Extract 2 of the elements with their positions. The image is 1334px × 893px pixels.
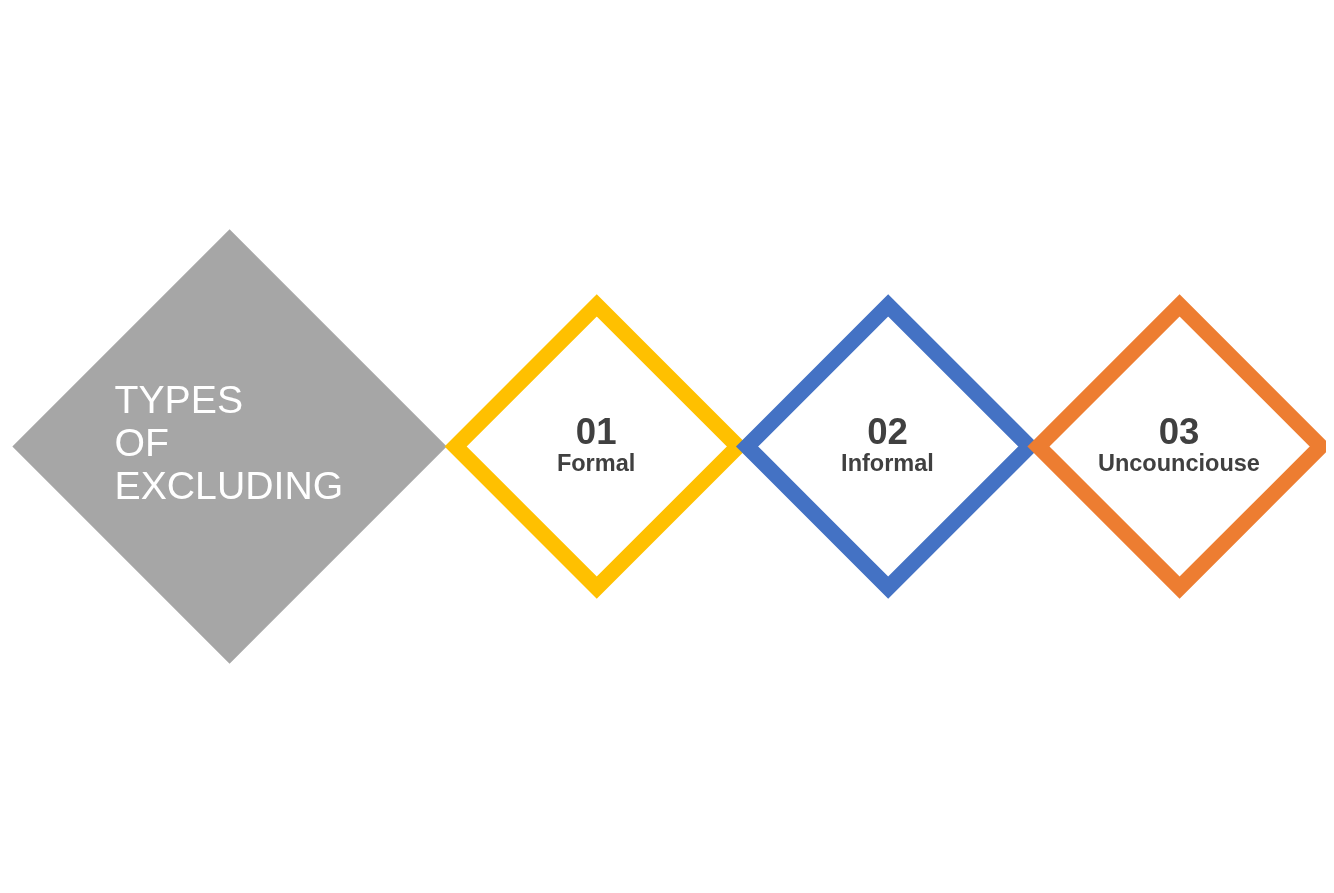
node-diamond: TYPES OF EXCLUDING: [12, 229, 447, 664]
node-diamond: 03 Uncounciouse: [1027, 294, 1326, 599]
